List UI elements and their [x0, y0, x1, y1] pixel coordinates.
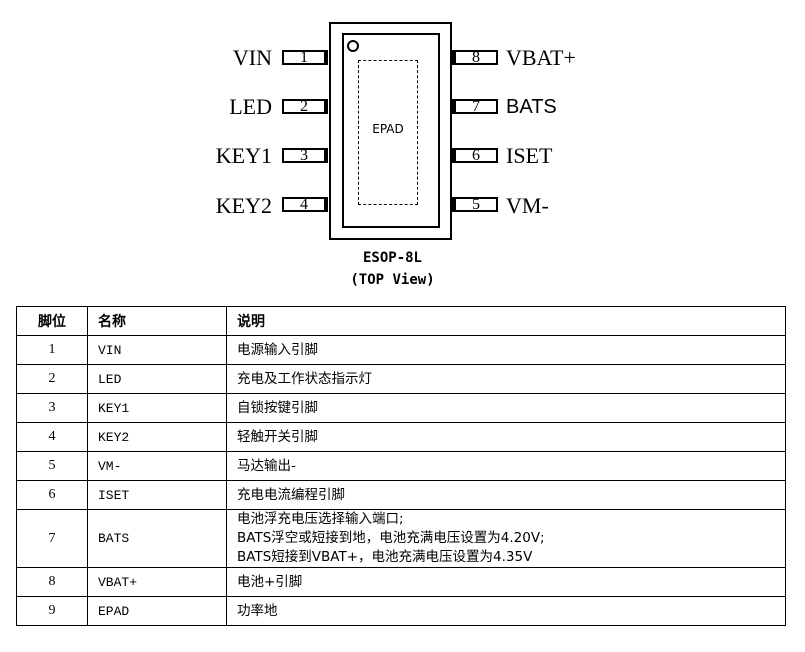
- pin-description-cell: 电池+引脚: [226, 567, 786, 597]
- pin-description-cell: 马达输出-: [226, 451, 786, 481]
- pin-description-cell: 电池浮充电压选择输入端口; BATS浮空或短接到地，电池充满电压设置为4.20V;…: [226, 509, 786, 568]
- table-header-row: 脚位 名称 说明: [16, 306, 786, 336]
- epad-label: EPAD: [372, 122, 404, 136]
- description-line: 电池+引脚: [237, 573, 303, 590]
- pin-description-cell: 充电电流编程引脚: [226, 480, 786, 510]
- pin-number-7: 7: [452, 99, 498, 115]
- header-name: 名称: [87, 306, 227, 336]
- pin-name-cell: VIN: [87, 335, 227, 365]
- pin-label-vin: VIN: [232, 45, 272, 70]
- pin-number-cell: 6: [16, 480, 88, 510]
- pin-name-cell: BATS: [87, 509, 227, 568]
- package-outline: [329, 22, 452, 240]
- pin-number-cell: 2: [16, 364, 88, 394]
- pin-name-cell: VBAT+: [87, 567, 227, 597]
- description-line: 充电电流编程引脚: [237, 486, 345, 503]
- description-line: 电源输入引脚: [237, 341, 318, 358]
- pin-number-cell: 3: [16, 393, 88, 423]
- pin-label-key1: KEY1: [215, 143, 272, 168]
- pin-number-8: 8: [452, 50, 498, 66]
- pin-number-cell: 9: [16, 596, 88, 626]
- pin-name-cell: KEY2: [87, 422, 227, 452]
- pin-description-cell: 电源输入引脚: [226, 335, 786, 365]
- pin-label-bats: BATS: [506, 96, 557, 118]
- pin-number-3: 3: [282, 148, 328, 164]
- pin-description-cell: 轻触开关引脚: [226, 422, 786, 452]
- pin-description-cell: 充电及工作状态指示灯: [226, 364, 786, 394]
- description-line: 功率地: [237, 602, 278, 619]
- description-line: BATS短接到VBAT+，电池充满电压设置为4.35V: [237, 549, 533, 565]
- ic-pinout-diagram: VIN 1 LED 2 KEY1 3 KEY2 4 EPAD 8 VBAT+ 7…: [0, 0, 805, 300]
- pin-number-2: 2: [282, 99, 328, 115]
- description-line: 电池浮充电压选择输入端口;: [237, 511, 404, 527]
- pin-name-cell: VM-: [87, 451, 227, 481]
- pin-number-4: 4: [282, 197, 328, 213]
- pin-name-cell: LED: [87, 364, 227, 394]
- description-line: 轻触开关引脚: [237, 428, 318, 445]
- pin-label-iset: ISET: [506, 143, 553, 168]
- pin-label-vbat-plus: VBAT+: [506, 45, 576, 70]
- pin-label-vm-minus: VM-: [506, 193, 549, 218]
- header-pin: 脚位: [16, 306, 88, 336]
- description-line: BATS浮空或短接到地，电池充满电压设置为4.20V;: [237, 530, 545, 546]
- pin-label-key2: KEY2: [215, 193, 272, 218]
- pin1-marker: [347, 40, 359, 52]
- pin-number-cell: 7: [16, 509, 88, 568]
- pin-number-5: 5: [452, 197, 498, 213]
- pin-name-cell: KEY1: [87, 393, 227, 423]
- epad-outline: [358, 60, 418, 205]
- pin-number-cell: 8: [16, 567, 88, 597]
- pin-description-cell: 自锁按键引脚: [226, 393, 786, 423]
- package-inner-outline: [342, 33, 440, 228]
- view-label: (TOP View): [350, 272, 435, 288]
- pin-name-cell: EPAD: [87, 596, 227, 626]
- pin-number-1: 1: [282, 50, 328, 66]
- pin-description-cell: 功率地: [226, 596, 786, 626]
- pin-label-led: LED: [229, 94, 272, 119]
- pin-number-cell: 4: [16, 422, 88, 452]
- pin-number-cell: 5: [16, 451, 88, 481]
- pin-name-cell: ISET: [87, 480, 227, 510]
- description-line: 充电及工作状态指示灯: [237, 370, 372, 387]
- package-name: ESOP-8L: [362, 250, 422, 266]
- pin-number-6: 6: [452, 148, 498, 164]
- pin-number-cell: 1: [16, 335, 88, 365]
- description-line: 自锁按键引脚: [237, 399, 318, 416]
- description-line: 马达输出-: [237, 457, 296, 474]
- header-description: 说明: [226, 306, 786, 336]
